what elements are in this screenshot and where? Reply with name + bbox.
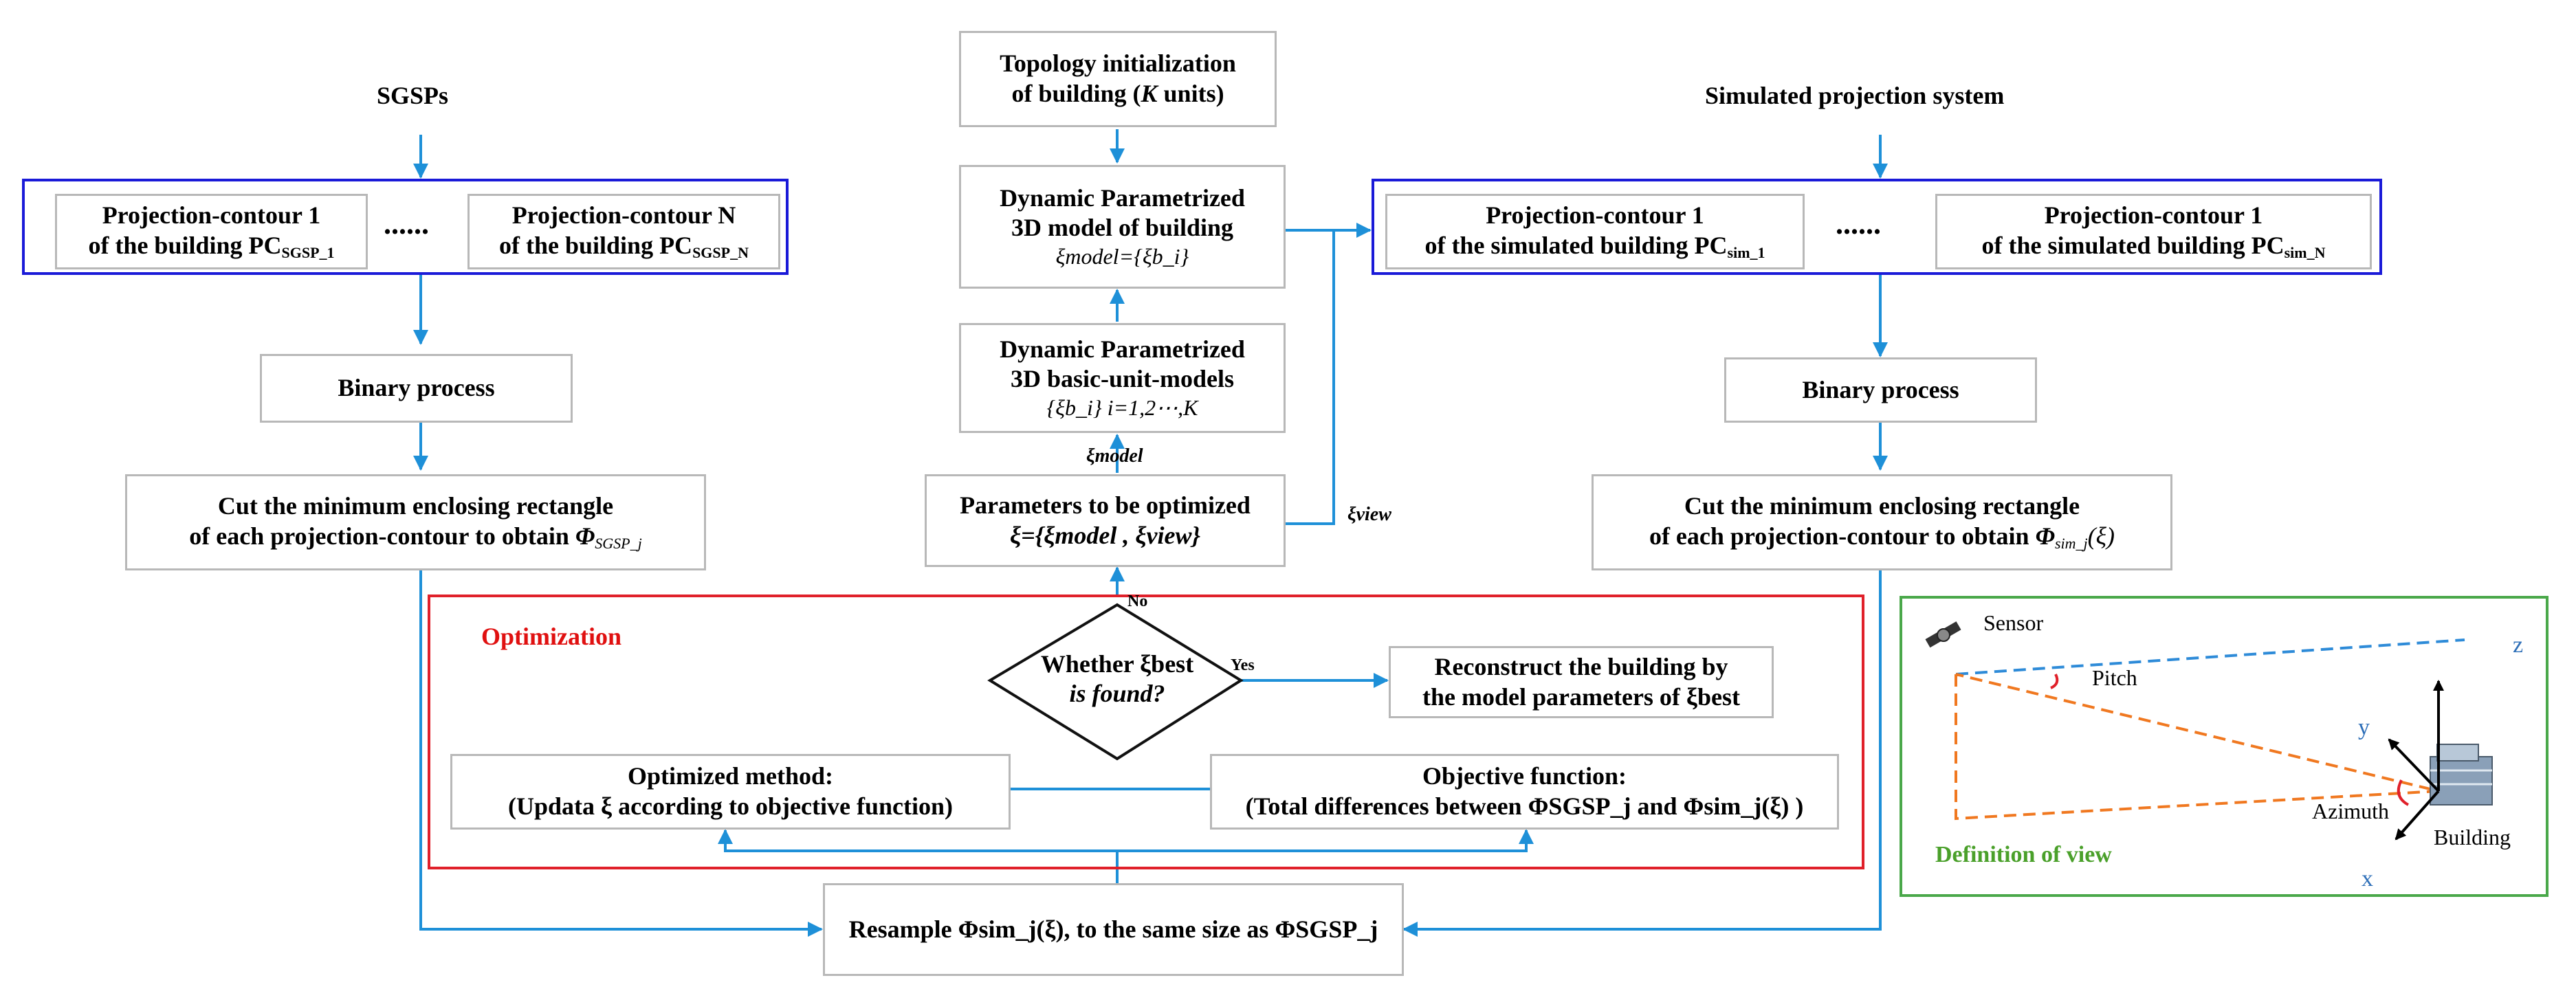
building-label: Building (2434, 825, 2511, 849)
objective-function: Objective function: (Total differences b… (1210, 754, 1839, 830)
axis-z-label: z (2513, 632, 2523, 658)
left-cut-phi: Φ (575, 522, 595, 551)
xi-view-label: ξview (1347, 504, 1391, 525)
right-contour-last-line1: Projection-contour 1 (2044, 201, 2263, 230)
right-cut-line2-row: of each projection-contour to obtain Φsi… (1649, 522, 2115, 553)
right-ellipsis: ...... (1836, 207, 1881, 241)
view-caption: Definition of view (1935, 842, 2112, 867)
left-cut-line2: of each projection-contour to obtain (189, 522, 569, 551)
method-line1: Optimized method: (628, 762, 833, 790)
params-line1: Parameters to be optimized (960, 491, 1251, 519)
right-cut-rectangle: Cut the minimum enclosing rectangle of e… (1592, 474, 2172, 570)
decision-line2: is found? (1069, 680, 1165, 708)
reconstruct-line1: Reconstruct the building by (1434, 652, 1728, 680)
decision-diamond (987, 603, 1244, 761)
left-contour-first-sub: SGSP_1 (281, 244, 335, 262)
view-definition-frame (1900, 596, 2549, 897)
left-cut-line2-row: of each projection-contour to obtain ΦSG… (189, 522, 641, 553)
right-cut-phi: Φ (2035, 522, 2055, 551)
left-cut-rectangle: Cut the minimum enclosing rectangle of e… (125, 474, 706, 570)
basic-formula: {ξb_i} i=1,2⋯,K (1046, 395, 1198, 421)
left-contour-last-sub: SGSP_N (692, 244, 749, 262)
axis-x-label: x (2362, 866, 2373, 891)
parametrized-model: Dynamic Parametrized 3D model of buildin… (959, 165, 1286, 289)
sgsps-label: SGSPs (377, 82, 449, 109)
right-cut-sub: sim_j (2054, 535, 2088, 553)
simulated-system-label: Simulated projection system (1705, 82, 2005, 109)
right-contour-group (1372, 179, 2382, 275)
left-contour-last-text: of the building PC (499, 232, 693, 260)
left-ellipsis: ...... (384, 207, 429, 241)
left-contour-last: Projection-contour N of the building PCS… (467, 194, 780, 269)
optimization-title: Optimization (481, 623, 621, 650)
sensor-label: Sensor (1983, 610, 2043, 635)
basic-unit-models: Dynamic Parametrized 3D basic-unit-model… (959, 323, 1286, 433)
left-cut-sub: SGSP_j (595, 535, 642, 553)
right-contour-last-text: of the simulated building PC (1981, 232, 2285, 260)
resample-text: Resample Φsim_j(ξ), to the same size as … (848, 915, 1378, 943)
params-formula: ξ={ξmodel , ξview} (1009, 521, 1201, 549)
optimization-frame (428, 595, 1864, 869)
right-contour-first-line2: of the simulated building PCsim_1 (1424, 231, 1765, 263)
model-line1: Dynamic Parametrized (1000, 184, 1245, 212)
left-cut-line1: Cut the minimum enclosing rectangle (217, 492, 614, 520)
objective-line2: (Total differences between ΦSGSP_j and Φ… (1245, 792, 1804, 820)
model-formula: ξmodel={ξb_i} (1055, 244, 1189, 269)
right-contour-last: Projection-contour 1 of the simulated bu… (1935, 194, 2372, 269)
method-line2: (Updata ξ according to objective functio… (508, 792, 953, 820)
decision-text: Whether ξbest is found? (1014, 649, 1220, 709)
right-contour-last-line2: of the simulated building PCsim_N (1982, 231, 2326, 263)
azimuth-label: Azimuth (2312, 799, 2389, 823)
xi-model-label: ξmodel (1086, 445, 1143, 467)
right-contour-last-sub: sim_N (2284, 244, 2326, 262)
parameters-to-optimize: Parameters to be optimized ξ={ξmodel , ξ… (925, 474, 1286, 567)
no-label: No (1127, 592, 1148, 610)
building-icon (2430, 744, 2493, 805)
left-contour-first-line1: Projection-contour 1 (102, 201, 321, 230)
topology-line2a: of building ( (1011, 80, 1141, 107)
basic-line1: Dynamic Parametrized (1000, 335, 1245, 363)
topology-line1: Topology initialization (1000, 49, 1236, 78)
decision-line1: Whether ξbest (1040, 650, 1194, 678)
axis-y-label: y (2358, 715, 2370, 740)
model-line2: 3D model of building (1011, 214, 1234, 242)
left-contour-last-line1: Projection-contour N (511, 201, 736, 230)
left-contour-first: Projection-contour 1 of the building PCS… (55, 194, 368, 269)
pitch-label: Pitch (2092, 665, 2137, 690)
right-cut-arg: (ξ) (2087, 522, 2115, 551)
left-contour-first-text: of the building PC (88, 232, 282, 260)
left-contour-first-line2: of the building PCSGSP_1 (88, 231, 334, 263)
reconstruct-line2: the model parameters of ξbest (1422, 682, 1740, 711)
right-cut-line1: Cut the minimum enclosing rectangle (1684, 492, 2080, 520)
right-cut-line2: of each projection-contour to obtain (1649, 522, 2029, 551)
topology-k: K (1141, 80, 1158, 107)
resample-step: Resample Φsim_j(ξ), to the same size as … (823, 883, 1404, 976)
topology-line2: of building (K units) (1011, 79, 1224, 109)
left-contour-group (22, 179, 789, 275)
left-contour-last-line2: of the building PCSGSP_N (499, 231, 749, 263)
objective-line1: Objective function: (1422, 762, 1627, 790)
right-contour-first-sub: sim_1 (1727, 244, 1765, 262)
right-contour-first-text: of the simulated building PC (1424, 232, 1728, 260)
right-contour-first: Projection-contour 1 of the simulated bu… (1385, 194, 1805, 269)
optimized-method: Optimized method: (Updata ξ according to… (450, 754, 1011, 830)
right-contour-first-line1: Projection-contour 1 (1486, 201, 1704, 230)
left-binary-process: Binary process (260, 354, 573, 423)
yes-label: Yes (1231, 656, 1255, 674)
satellite-icon (1925, 621, 1961, 648)
topology-initialization: Topology initialization of building (K u… (959, 31, 1277, 127)
right-binary-process: Binary process (1724, 357, 2037, 423)
basic-line2: 3D basic-unit-models (1010, 365, 1235, 393)
reconstruct-building: Reconstruct the building by the model pa… (1389, 646, 1774, 718)
view-definition-diagram: Sensor Pitch Azimuth Building z y x Defi… (1925, 610, 2523, 891)
topology-line2b: units) (1157, 80, 1224, 107)
